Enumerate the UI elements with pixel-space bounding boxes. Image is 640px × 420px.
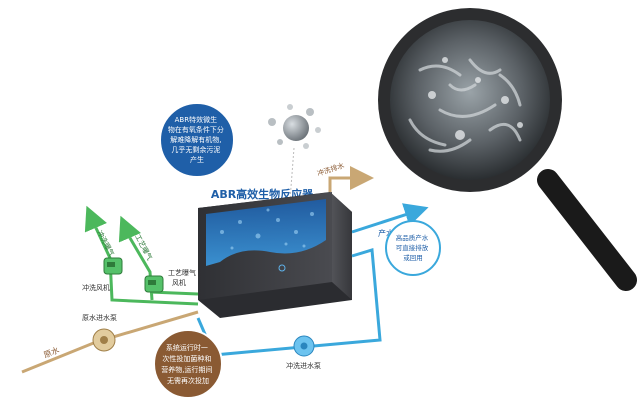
raw-pump-label: 原水进水泵 [82,313,117,322]
system-note-line: 营养物,运行期间 [161,365,212,374]
system-note-line: 系统运行时一 [166,343,208,352]
abr-note-line: 几乎无剩余污泥 [171,145,220,154]
water-note-line: 或回用 [403,253,423,262]
process-blower-label-1: 工艺曝气 [168,268,196,277]
backwash-blower-label: 冲洗风机 [82,283,110,292]
process-blower [144,275,164,293]
product-water-label: 产水 [378,228,394,238]
backwash-air-label: 冲洗曝气 [95,229,116,258]
abr-note-line: 产生 [190,155,204,164]
water-note-line: 可直接排放 [396,243,429,252]
microbe-texture [408,58,522,153]
magnifier [378,8,637,291]
process-blower-label-2: 风机 [172,278,186,287]
backwash-pump-label: 冲洗进水泵 [286,361,321,370]
water-note-line: 高品质产水 [396,233,429,242]
system-note-line: 次性投加菌种和 [162,354,211,363]
abr-reactor-tank [198,192,352,318]
svg-text:系统运行时一 次性投加菌种和 营养物: 系统运行时一 次性投加菌种和 营养物,运行期间 无需再次投加 [161,343,214,385]
system-note-line: 无需再次投加 [167,376,209,385]
backwash-drain-label: 冲洗排水 [316,161,345,178]
reactor-water [206,199,326,266]
backwash-drain-pipe [328,166,374,192]
product-water-pipe [351,203,429,234]
molecule-icon [268,104,321,201]
abr-note-bubble: ABR特效微生 物在有氧条件下分 解难降解有机物, 几乎无剩余污泥 产生 [159,102,235,178]
abr-note-line: 物在有氧条件下分 [168,125,224,134]
abr-note-line: 解难降解有机物, [170,135,221,144]
svg-text:高品质产水 可直接排放 或回用: 高品质产水 可直接排放 或回用 [396,233,431,262]
system-note-bubble: 系统运行时一 次性投加菌种和 营养物,运行期间 无需再次投加 [153,329,223,399]
svg-text:ABR特效微生 物在有氧条件下分 解: ABR特效微生 物在有氧条件下分 解难降解有机物, 几乎无剩余污泥 产生 [168,115,226,164]
backwash-blower [103,257,123,275]
raw-water-pump [92,328,116,352]
water-note-bubble: 高品质产水 可直接排放 或回用 [385,220,441,276]
backwash-pump [293,335,315,357]
abr-note-line: ABR特效微生 [175,115,217,124]
